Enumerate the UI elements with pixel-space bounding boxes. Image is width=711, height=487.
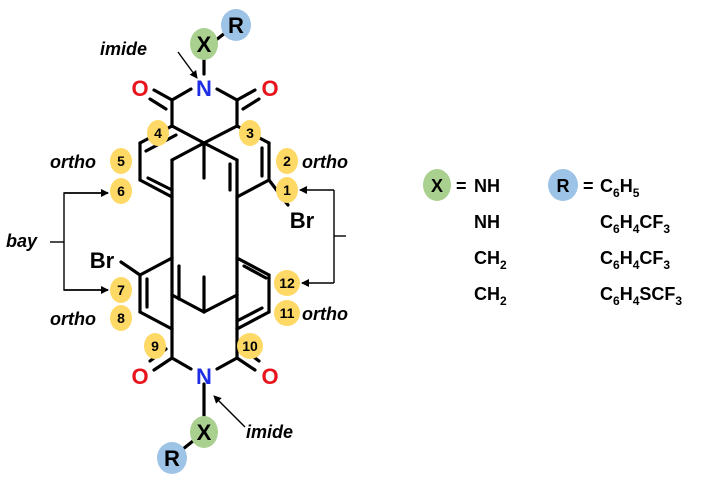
legend-x-row-1: NH — [474, 176, 500, 196]
ortho-label-bottom-left: ortho — [50, 309, 96, 329]
legend-r-row-2: C6H4CF3 — [600, 212, 670, 236]
region-labels: imide ortho ortho bay ortho ortho imide — [6, 39, 348, 442]
legend-r-row-1: C6H5 — [600, 176, 640, 200]
legend-x-row-3: CH2 — [474, 248, 507, 272]
legend-x-row-2: NH — [474, 212, 500, 232]
ortho-label-bottom-right: ortho — [302, 304, 348, 324]
position-7: 7 — [117, 282, 125, 298]
legend-x-row-4: CH2 — [474, 284, 507, 308]
legend-x-label: X — [431, 176, 443, 196]
oxygen-bottom-right: O — [261, 364, 278, 389]
oxygen-top-right: O — [261, 76, 278, 101]
bromine-right: Br — [290, 208, 315, 233]
position-1: 1 — [283, 182, 291, 198]
ortho-label-top-right: ortho — [302, 152, 348, 172]
substituent-legend: X = NH R = C6H5 NH C6H4CF3 CH2 C6H4CF3 C… — [423, 169, 682, 308]
legend-x-circle — [423, 169, 451, 201]
legend-r-row-4: C6H4SCF3 — [600, 284, 682, 308]
position-2: 2 — [283, 153, 291, 169]
position-10: 10 — [242, 338, 258, 354]
legend-r-row-3: C6H4CF3 — [600, 248, 670, 272]
oxygen-top-left: O — [131, 76, 148, 101]
position-11: 11 — [280, 305, 295, 321]
x-substituent-bottom — [190, 416, 218, 448]
position-5: 5 — [117, 153, 125, 169]
x-substituent-top — [190, 28, 218, 60]
legend-x-equals: = — [456, 176, 467, 196]
legend-r-circle — [548, 169, 578, 201]
bay-label: bay — [6, 231, 38, 251]
ortho-label-top-left: ortho — [50, 152, 96, 172]
x-label-bottom: X — [197, 420, 212, 445]
position-4: 4 — [154, 125, 162, 141]
r-label-top: R — [228, 13, 244, 38]
imide-label-top: imide — [100, 39, 147, 59]
position-3: 3 — [246, 125, 254, 141]
legend-r-equals: = — [583, 176, 594, 196]
position-12: 12 — [279, 275, 295, 291]
nitrogen-bottom: N — [196, 364, 212, 389]
position-6: 6 — [117, 183, 125, 199]
position-9: 9 — [151, 338, 159, 354]
r-substituent-top — [221, 9, 251, 41]
r-substituent-bottom — [157, 442, 187, 474]
annotation-arrows — [50, 51, 346, 428]
atoms: X R N O O Br Br N O O X R — [90, 9, 315, 474]
x-label-top: X — [197, 32, 212, 57]
r-label-bottom: R — [164, 446, 180, 471]
legend-r-label: R — [557, 176, 570, 196]
position-8: 8 — [117, 310, 125, 326]
oxygen-bottom-left: O — [131, 364, 148, 389]
nitrogen-top: N — [196, 76, 212, 101]
position-badges: 4 3 5 2 6 1 7 12 8 11 9 10 — [110, 120, 300, 359]
bromine-left: Br — [90, 248, 115, 273]
imide-label-bottom: imide — [246, 422, 293, 442]
